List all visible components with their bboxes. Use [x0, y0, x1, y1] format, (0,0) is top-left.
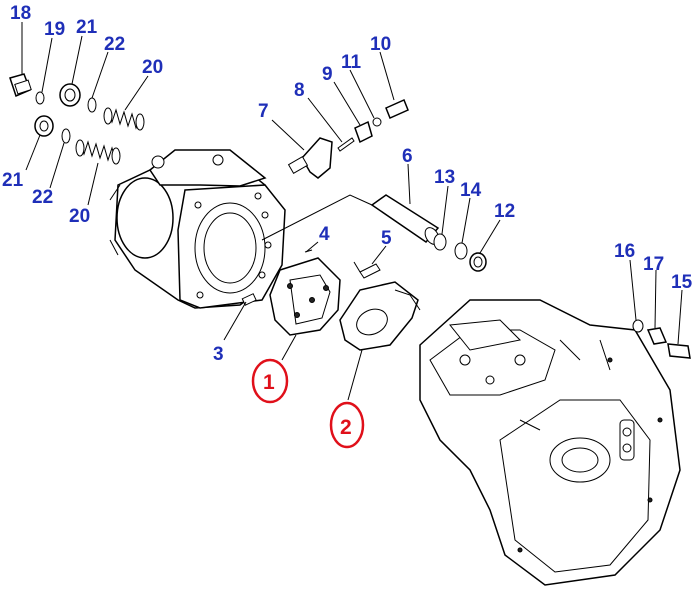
pump-body — [109, 149, 286, 309]
label-5: 5 — [381, 228, 392, 249]
o-ring-16 — [632, 319, 644, 333]
label-16: 16 — [614, 241, 635, 262]
label-18: 18 — [10, 3, 31, 24]
label-22-lower: 22 — [32, 187, 53, 208]
label-3: 3 — [213, 344, 224, 365]
swash-plate-1 — [269, 257, 341, 336]
label-8: 8 — [294, 80, 305, 101]
label-6: 6 — [402, 146, 413, 167]
label-10: 10 — [370, 34, 391, 55]
plug-21-lower — [34, 115, 54, 137]
callout-labels: 18 19 21 22 20 21 22 20 7 8 9 11 10 6 13… — [2, 3, 693, 365]
label-2: 2 — [340, 416, 352, 439]
bolt-15 — [667, 343, 691, 359]
label-1: 1 — [263, 371, 275, 394]
label-21-upper: 21 — [76, 17, 98, 38]
spring-20-upper — [103, 107, 145, 131]
nut-17 — [646, 327, 668, 345]
plug-18 — [9, 73, 32, 98]
o-ring-22-upper — [87, 97, 97, 113]
o-ring-22-lower — [61, 128, 71, 144]
plug-21-upper — [59, 83, 81, 107]
label-12: 12 — [494, 201, 515, 222]
lever-9 — [354, 120, 373, 144]
spring-20-lower — [75, 139, 121, 165]
highlight-ring-1 — [251, 358, 289, 404]
highlight-ring-2 — [329, 401, 365, 449]
plug-12 — [469, 252, 487, 272]
pin-8 — [337, 137, 355, 152]
label-20-lower: 20 — [69, 206, 90, 227]
label-20-upper: 20 — [142, 57, 163, 78]
label-22-upper: 22 — [104, 34, 125, 55]
bolt-5 — [353, 261, 381, 279]
o-ring-19 — [35, 91, 45, 105]
label-9: 9 — [322, 64, 333, 85]
label-11: 11 — [341, 52, 362, 73]
pump-housing — [419, 299, 681, 586]
highlight-callout-1: 1 — [251, 358, 289, 404]
label-13: 13 — [434, 167, 455, 188]
servo-7 — [287, 137, 333, 179]
washer-11 — [372, 117, 382, 127]
label-21-lower: 21 — [2, 170, 24, 191]
label-19: 19 — [44, 19, 65, 40]
leader-lines — [21, 22, 683, 401]
bolt-10 — [385, 98, 409, 120]
label-4: 4 — [319, 224, 330, 245]
o-ring-13 — [433, 233, 447, 251]
cradle-2 — [339, 281, 421, 351]
label-7: 7 — [258, 101, 269, 122]
label-17: 17 — [643, 254, 664, 275]
sleeve-6 — [370, 194, 440, 245]
label-15: 15 — [671, 272, 693, 293]
ring-14 — [454, 242, 468, 260]
label-14: 14 — [460, 180, 482, 201]
highlight-callout-2: 2 — [329, 401, 365, 449]
